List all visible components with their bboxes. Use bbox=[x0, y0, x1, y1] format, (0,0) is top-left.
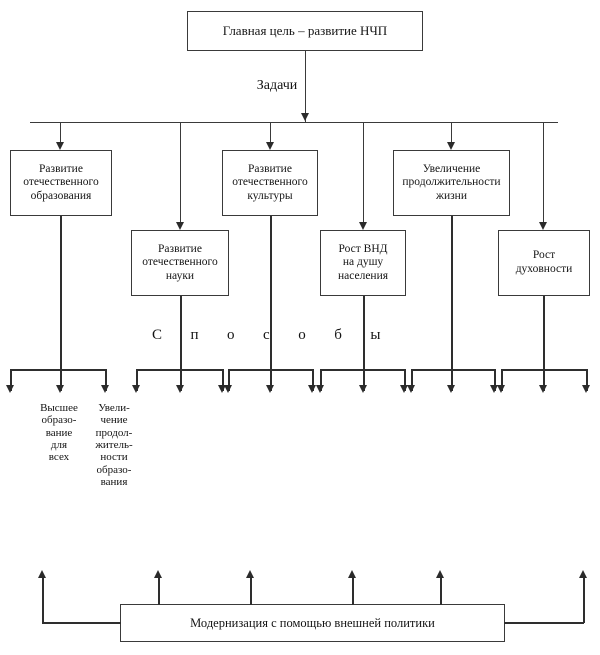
method-group-1-left-drop bbox=[10, 369, 12, 391]
method-group-5-mid-drop bbox=[451, 369, 453, 391]
task-box-culture[interactable]: Развитие отечественного культуры bbox=[222, 150, 318, 216]
footer-box-label: Модернизация с помощью внешней политики bbox=[190, 615, 435, 630]
method-group-4-right-drop bbox=[404, 369, 406, 391]
method-group-6-mid-arrow bbox=[539, 385, 547, 393]
bus-arrow-spirituality bbox=[539, 222, 547, 230]
task-box-spirituality[interactable]: Рост духовности bbox=[498, 230, 590, 296]
method-group-5-left-drop bbox=[411, 369, 413, 391]
footer-up-arrow-2 bbox=[154, 570, 162, 578]
footer-box[interactable]: Модернизация с помощью внешней политики bbox=[120, 604, 505, 642]
method-group-4-mid-drop bbox=[363, 369, 365, 391]
task-box-lifespan[interactable]: Увеличение продолжительности жизни bbox=[393, 150, 510, 216]
footer-up-line-4 bbox=[352, 577, 354, 605]
task-box-education[interactable]: Развитие отечественного образования bbox=[10, 150, 112, 216]
bus-drop-gni bbox=[363, 122, 364, 228]
tasks-bus-line bbox=[30, 122, 558, 123]
method-group-2-left-arrow bbox=[132, 385, 140, 393]
leaf-label-higher-education-for-all: Высшее образо- вание для всех bbox=[40, 402, 78, 464]
bus-drop-science bbox=[180, 122, 181, 228]
root-stem-line bbox=[305, 51, 306, 122]
method-group-1-bar bbox=[10, 369, 106, 371]
method-group-4-right-arrow bbox=[400, 385, 408, 393]
method-group-4-bar bbox=[320, 369, 405, 371]
footer-up-arrow-3 bbox=[246, 570, 254, 578]
bus-drop-spirituality bbox=[543, 122, 544, 228]
stem-gni bbox=[363, 296, 365, 369]
method-group-5-right-drop bbox=[494, 369, 496, 391]
bus-drop-education bbox=[60, 122, 61, 148]
stem-education bbox=[60, 216, 62, 369]
method-group-6-left-drop bbox=[501, 369, 503, 391]
root-stem-arrowhead bbox=[301, 113, 309, 121]
method-group-2-bar bbox=[136, 369, 223, 371]
method-group-6-right-drop bbox=[586, 369, 588, 391]
method-group-5-mid-arrow bbox=[447, 385, 455, 393]
method-group-5-bar bbox=[411, 369, 495, 371]
bus-arrow-science bbox=[176, 222, 184, 230]
method-group-3-right-drop bbox=[312, 369, 314, 391]
method-group-4-left-drop bbox=[320, 369, 322, 391]
footer-up-line-2 bbox=[158, 577, 160, 605]
footer-up-arrow-6 bbox=[579, 570, 587, 578]
method-group-3-left-drop bbox=[228, 369, 230, 391]
stem-spirituality bbox=[543, 296, 545, 369]
task-box-spirituality-label: Рост духовности bbox=[515, 249, 573, 275]
task-box-gni[interactable]: Рост ВНД на душу населения bbox=[320, 230, 406, 296]
root-goal-box[interactable]: Главная цель – развитие НЧП bbox=[187, 11, 423, 51]
task-box-lifespan-label: Увеличение продолжительности жизни bbox=[402, 162, 501, 202]
stem-lifespan bbox=[451, 216, 453, 369]
root-goal-label: Главная цель – развитие НЧП bbox=[222, 23, 388, 39]
stem-science bbox=[180, 296, 182, 369]
method-group-3-right-arrow bbox=[308, 385, 316, 393]
method-group-5-right-arrow bbox=[490, 385, 498, 393]
method-group-1-right-arrow bbox=[101, 385, 109, 393]
method-group-3-mid-arrow bbox=[266, 385, 274, 393]
method-group-4-left-arrow bbox=[316, 385, 324, 393]
footer-up-arrow-1 bbox=[38, 570, 46, 578]
method-group-2-mid-arrow bbox=[176, 385, 184, 393]
task-box-culture-label: Развитие отечественного культуры bbox=[232, 162, 308, 202]
task-box-science[interactable]: Развитие отечественного науки bbox=[131, 230, 229, 296]
method-group-4-mid-arrow bbox=[359, 385, 367, 393]
method-group-2-left-drop bbox=[136, 369, 138, 391]
footer-left-wrap-line bbox=[42, 622, 121, 624]
method-group-3-mid-drop bbox=[270, 369, 272, 391]
method-group-5-left-arrow bbox=[407, 385, 415, 393]
method-group-6-mid-drop bbox=[543, 369, 545, 391]
method-group-6-right-arrow bbox=[582, 385, 590, 393]
footer-up-arrow-4 bbox=[348, 570, 356, 578]
footer-up-line-6 bbox=[583, 577, 585, 623]
level-label-methods: С п о с о б ы bbox=[152, 327, 388, 343]
method-group-1-mid-arrow bbox=[56, 385, 64, 393]
bus-arrow-culture bbox=[266, 142, 274, 150]
footer-up-line-3 bbox=[250, 577, 252, 605]
method-group-2-right-drop bbox=[222, 369, 224, 391]
footer-up-line-1 bbox=[42, 577, 44, 623]
footer-right-wrap-line bbox=[504, 622, 584, 624]
method-group-2-mid-drop bbox=[180, 369, 182, 391]
footer-up-arrow-5 bbox=[436, 570, 444, 578]
method-group-3-left-arrow bbox=[224, 385, 232, 393]
bus-arrow-lifespan bbox=[447, 142, 455, 150]
bus-drop-culture bbox=[270, 122, 271, 148]
task-box-science-label: Развитие отечественного науки bbox=[142, 242, 218, 282]
task-box-education-label: Развитие отечественного образования bbox=[23, 162, 99, 202]
method-group-1-right-drop bbox=[105, 369, 107, 391]
bus-arrow-gni bbox=[359, 222, 367, 230]
footer-up-line-5 bbox=[440, 577, 442, 605]
level-label-tasks: Задачи bbox=[256, 78, 298, 93]
bus-arrow-education bbox=[56, 142, 64, 150]
task-box-gni-label: Рост ВНД на душу населения bbox=[337, 242, 389, 282]
method-group-6-left-arrow bbox=[497, 385, 505, 393]
method-group-1-left-arrow bbox=[6, 385, 14, 393]
stem-culture bbox=[270, 216, 272, 369]
method-group-2-right-arrow bbox=[218, 385, 226, 393]
leaf-label-longer-education: Увели- чение продол- житель- ности образ… bbox=[95, 402, 133, 488]
method-group-1-mid-drop bbox=[60, 369, 62, 391]
bus-drop-lifespan bbox=[451, 122, 452, 148]
